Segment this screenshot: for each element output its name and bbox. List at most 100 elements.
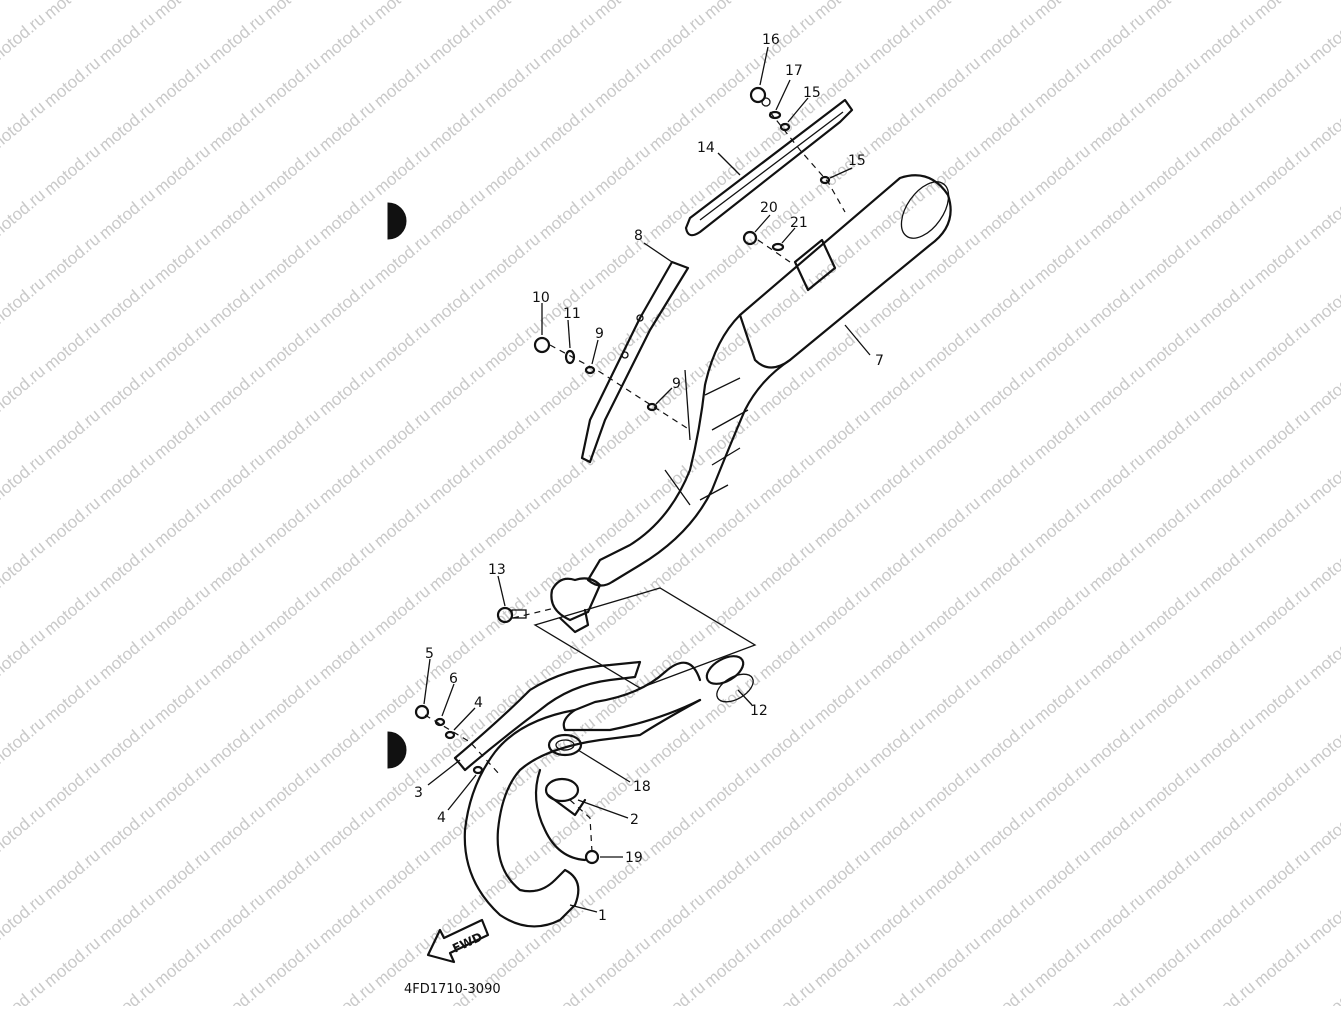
watermark-text: motod.ru bbox=[865, 9, 929, 67]
watermark-text: motod.ru bbox=[370, 405, 434, 463]
watermark-text: motod.ru bbox=[920, 405, 984, 463]
watermark-text: motod.ru bbox=[810, 581, 874, 639]
watermark-text: motod.ru bbox=[0, 449, 49, 507]
watermark-text: motod.ru bbox=[0, 889, 49, 947]
watermark-text: motod.ru bbox=[315, 889, 379, 947]
watermark-text: motod.ru bbox=[975, 801, 1039, 859]
watermark-text: motod.ru bbox=[975, 889, 1039, 947]
watermark-text: motod.ru bbox=[1250, 581, 1314, 639]
watermark-text: motod.ru bbox=[205, 625, 269, 683]
watermark-text: motod.ru bbox=[1085, 625, 1149, 683]
watermark-text: motod.ru bbox=[1305, 449, 1341, 507]
bolt-part-13 bbox=[496, 606, 527, 624]
watermark-text: motod.ru bbox=[40, 757, 104, 815]
watermark-text: motod.ru bbox=[260, 581, 324, 639]
watermark-text: motod.ru bbox=[0, 801, 49, 859]
watermark-text: motod.ru bbox=[975, 9, 1039, 67]
watermark-text: motod.ru bbox=[205, 9, 269, 67]
muffler-part-7 bbox=[550, 174, 952, 634]
watermark-text: motod.ru bbox=[315, 361, 379, 419]
watermark-text: motod.ru bbox=[260, 0, 324, 23]
watermark-text: motod.ru bbox=[810, 0, 874, 23]
watermark-text: motod.ru bbox=[480, 53, 544, 111]
watermark-text: motod.ru bbox=[590, 229, 654, 287]
watermark-text: motod.ru bbox=[590, 845, 654, 903]
watermark-text: motod.ru bbox=[1195, 185, 1259, 243]
watermark-text: motod.ru bbox=[1140, 669, 1204, 727]
watermark-text: motod.ru bbox=[920, 757, 984, 815]
watermark-text: motod.ru bbox=[1085, 977, 1149, 1006]
watermark-text: motod.ru bbox=[865, 801, 929, 859]
watermark-text: motod.ru bbox=[95, 889, 159, 947]
watermark-text: motod.ru bbox=[920, 0, 984, 23]
watermark-text: motod.ru bbox=[150, 317, 214, 375]
watermark-text: motod.ru bbox=[315, 713, 379, 771]
watermark-text: motod.ru bbox=[590, 53, 654, 111]
watermark-text: motod.ru bbox=[1195, 97, 1259, 155]
watermark-text: motod.ru bbox=[40, 493, 104, 551]
watermark-text: motod.ru bbox=[370, 493, 434, 551]
watermark-text: motod.ru bbox=[1030, 581, 1094, 639]
callout-4-bottom: 4 bbox=[437, 810, 446, 826]
watermark-text: motod.ru bbox=[315, 801, 379, 859]
watermark-text: motod.ru bbox=[1250, 405, 1314, 463]
page-ref-marker-bottom bbox=[387, 731, 407, 769]
watermark-text: motod.ru bbox=[975, 273, 1039, 331]
watermark-text: motod.ru bbox=[1085, 449, 1149, 507]
watermark-text: motod.ru bbox=[260, 669, 324, 727]
watermark-text: motod.ru bbox=[480, 757, 544, 815]
watermark-text: motod.ru bbox=[1250, 317, 1314, 375]
watermark-text: motod.ru bbox=[1085, 889, 1149, 947]
watermark-text: motod.ru bbox=[150, 669, 214, 727]
watermark-text: motod.ru bbox=[205, 537, 269, 595]
watermark-text: motod.ru bbox=[260, 757, 324, 815]
watermark-text: motod.ru bbox=[590, 581, 654, 639]
watermark-text: motod.ru bbox=[590, 141, 654, 199]
watermark-text: motod.ru bbox=[865, 185, 929, 243]
bracket-part-8 bbox=[580, 260, 690, 464]
watermark-text: motod.ru bbox=[535, 449, 599, 507]
callout-5: 5 bbox=[425, 646, 434, 662]
watermark-text: motod.ru bbox=[1305, 537, 1341, 595]
watermark-text: motod.ru bbox=[535, 97, 599, 155]
watermark-text: motod.ru bbox=[645, 977, 709, 1006]
watermark-text: motod.ru bbox=[150, 229, 214, 287]
watermark-text: motod.ru bbox=[700, 229, 764, 287]
watermark-text: motod.ru bbox=[810, 669, 874, 727]
watermark-text: motod.ru bbox=[95, 713, 159, 771]
watermark-text: motod.ru bbox=[1250, 53, 1314, 111]
watermark-text: motod.ru bbox=[1195, 713, 1259, 771]
watermark-text: motod.ru bbox=[260, 493, 324, 551]
watermark-text: motod.ru bbox=[975, 449, 1039, 507]
watermark-text: motod.ru bbox=[755, 977, 819, 1006]
callout-10: 10 bbox=[532, 290, 550, 306]
watermark-text: motod.ru bbox=[0, 977, 49, 1006]
watermark-text: motod.ru bbox=[1195, 537, 1259, 595]
exhaust-pipe-part-1 bbox=[463, 661, 702, 928]
watermark-text: motod.ru bbox=[315, 97, 379, 155]
callout-3: 3 bbox=[414, 785, 423, 801]
watermark-text: motod.ru bbox=[1030, 53, 1094, 111]
flange-part-2 bbox=[544, 777, 587, 817]
washer-part-4-top bbox=[444, 730, 456, 740]
watermark-text: motod.ru bbox=[920, 669, 984, 727]
callout-15-right: 15 bbox=[848, 153, 866, 169]
watermark-text: motod.ru bbox=[40, 933, 104, 991]
watermark-text: motod.ru bbox=[535, 537, 599, 595]
watermark-text: motod.ru bbox=[40, 317, 104, 375]
watermark-text: motod.ru bbox=[205, 801, 269, 859]
watermark-text: motod.ru bbox=[975, 713, 1039, 771]
watermark-text: motod.ru bbox=[150, 405, 214, 463]
watermark-text: motod.ru bbox=[315, 273, 379, 331]
watermark-text: motod.ru bbox=[535, 361, 599, 419]
watermark-text: motod.ru bbox=[315, 449, 379, 507]
watermark-text: motod.ru bbox=[1195, 9, 1259, 67]
watermark-text: motod.ru bbox=[260, 405, 324, 463]
watermark-text: motod.ru bbox=[370, 845, 434, 903]
leader-lines bbox=[423, 46, 871, 913]
watermark-text: motod.ru bbox=[1085, 9, 1149, 67]
watermark-text: motod.ru bbox=[40, 669, 104, 727]
watermark-text: motod.ru bbox=[865, 977, 929, 1006]
watermark-text: motod.ru bbox=[315, 9, 379, 67]
